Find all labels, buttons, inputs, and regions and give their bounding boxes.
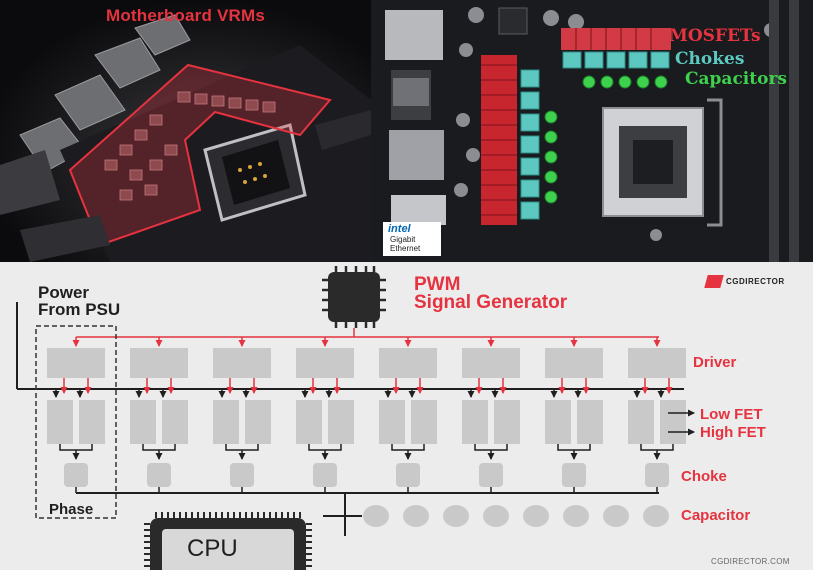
pwm-label-line1: PWM xyxy=(414,274,461,295)
pwm-label-line2: Signal Generator xyxy=(414,292,568,313)
capacitor xyxy=(363,505,389,527)
driver-chip xyxy=(628,348,686,378)
capacitor xyxy=(523,505,549,527)
capacitor xyxy=(643,505,669,527)
low-fet-label: Low FET xyxy=(700,406,763,423)
phase-2 xyxy=(130,337,188,493)
phase-7 xyxy=(545,337,603,493)
intel-logo: intel xyxy=(388,223,411,235)
phase-4 xyxy=(296,337,354,493)
high-fet-label: High FET xyxy=(700,424,766,441)
driver-chip xyxy=(47,348,105,378)
vrm-photo-title: Motherboard VRMs xyxy=(105,6,266,25)
driver-chip xyxy=(213,348,271,378)
low-fet xyxy=(379,400,405,444)
phase-8 xyxy=(628,337,686,493)
choke xyxy=(562,463,586,487)
cgdirector-logo-icon xyxy=(704,275,724,288)
choke xyxy=(479,463,503,487)
high-fet xyxy=(660,400,686,444)
driver-chip xyxy=(462,348,520,378)
motherboard-vrm-photo: Motherboard VRMs xyxy=(0,0,371,262)
mosfet-strip xyxy=(561,28,671,50)
phase-label: Phase xyxy=(49,501,94,518)
high-fet xyxy=(245,400,271,444)
low-fet xyxy=(213,400,239,444)
driver-chip xyxy=(130,348,188,378)
cpu-chip xyxy=(144,512,312,570)
choke xyxy=(645,463,669,487)
motherboard-top-view xyxy=(371,0,813,262)
fet-output-line xyxy=(308,444,342,459)
phase-box xyxy=(35,325,117,519)
cpu-label: CPU xyxy=(187,535,238,562)
fet-output-line xyxy=(142,444,176,459)
fet-output-line xyxy=(640,444,674,459)
chokes-label: Chokes xyxy=(675,49,745,69)
pwm-chip xyxy=(322,266,386,328)
choke-label: Choke xyxy=(681,468,727,485)
capacitor xyxy=(483,505,509,527)
low-fet xyxy=(545,400,571,444)
low-fet xyxy=(628,400,654,444)
ethernet-label-line2: Ethernet xyxy=(390,244,421,253)
high-fet xyxy=(494,400,520,444)
vrm-diagram-graphics xyxy=(16,266,695,570)
high-fet xyxy=(162,400,188,444)
choke xyxy=(64,463,88,487)
low-fet xyxy=(296,400,322,444)
cgdirector-logo-text: CGDIRECTOR xyxy=(726,277,785,286)
power-label-line2: From PSU xyxy=(38,300,121,319)
footer-url: CGDIRECTOR.COM xyxy=(711,557,790,566)
driver-chip xyxy=(379,348,437,378)
capacitor xyxy=(403,505,429,527)
choke xyxy=(396,463,420,487)
low-fet xyxy=(462,400,488,444)
low-fet xyxy=(47,400,73,444)
power-label-line1: Power xyxy=(38,283,90,302)
capacitor xyxy=(443,505,469,527)
driver-chip xyxy=(296,348,354,378)
choke xyxy=(230,463,254,487)
high-fet xyxy=(577,400,603,444)
capacitor xyxy=(563,505,589,527)
high-fet xyxy=(411,400,437,444)
fet-output-line xyxy=(225,444,259,459)
fet-output-line xyxy=(59,444,93,459)
high-fet xyxy=(79,400,105,444)
ethernet-label-line1: Gigabit xyxy=(390,235,416,244)
capacitor-label: Capacitor xyxy=(681,507,751,524)
choke xyxy=(313,463,337,487)
phase-3 xyxy=(213,337,271,493)
fet-output-line xyxy=(557,444,591,459)
phase-1 xyxy=(47,337,105,493)
motherboard-components-photo: MOSFETs Chokes Capacitors intel Gigabit … xyxy=(371,0,813,262)
cgdirector-logo: CGDIRECTOR xyxy=(704,275,785,288)
motherboard-illustration xyxy=(0,0,371,262)
choke xyxy=(147,463,171,487)
high-fet xyxy=(328,400,354,444)
mosfets-label: MOSFETs xyxy=(669,26,761,46)
fet-output-line xyxy=(391,444,425,459)
capacitors-label: Capacitors xyxy=(685,69,787,89)
low-fet xyxy=(130,400,156,444)
phase-5 xyxy=(379,337,437,493)
driver-label: Driver xyxy=(693,354,737,371)
vrm-phase-diagram: Power From PSU PWM Signal Generator CGDI… xyxy=(0,262,813,570)
fet-output-line xyxy=(474,444,508,459)
phase-6 xyxy=(462,337,520,493)
capacitor xyxy=(603,505,629,527)
driver-chip xyxy=(545,348,603,378)
